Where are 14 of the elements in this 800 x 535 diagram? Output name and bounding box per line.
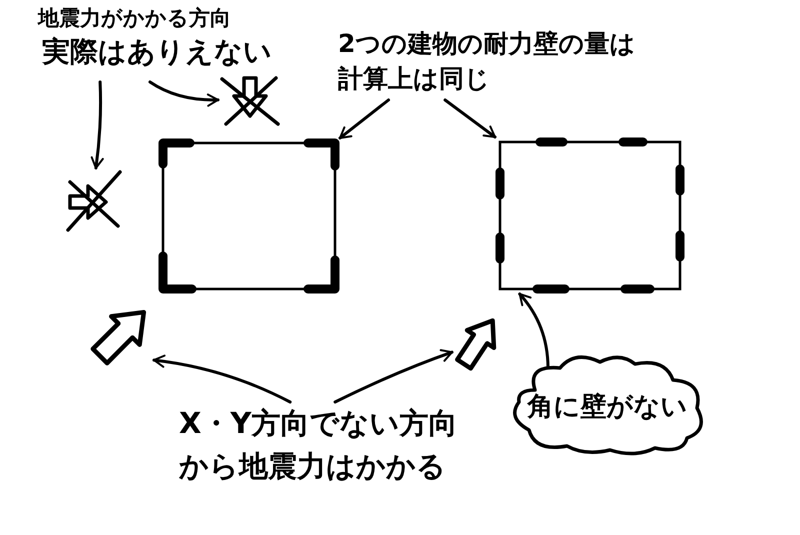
crossed-out-arrow-icon bbox=[218, 74, 282, 128]
note-text: 実際はありえない bbox=[41, 34, 272, 70]
floor-plan bbox=[158, 138, 340, 294]
arrow bbox=[444, 98, 496, 138]
note-text: 2つの建物の耐力壁の量は計算上は同じ bbox=[338, 26, 644, 100]
arrow bbox=[90, 80, 104, 170]
floor-plan bbox=[495, 137, 685, 294]
note-text: 地震力がかかる方向 bbox=[38, 5, 231, 32]
arrow bbox=[152, 354, 292, 404]
note-text: X・Y方向でない方向から地震力はかかる bbox=[165, 402, 467, 498]
arrow bbox=[518, 292, 550, 370]
arrow bbox=[334, 349, 454, 404]
arrow bbox=[148, 80, 220, 107]
arrow bbox=[338, 98, 390, 140]
